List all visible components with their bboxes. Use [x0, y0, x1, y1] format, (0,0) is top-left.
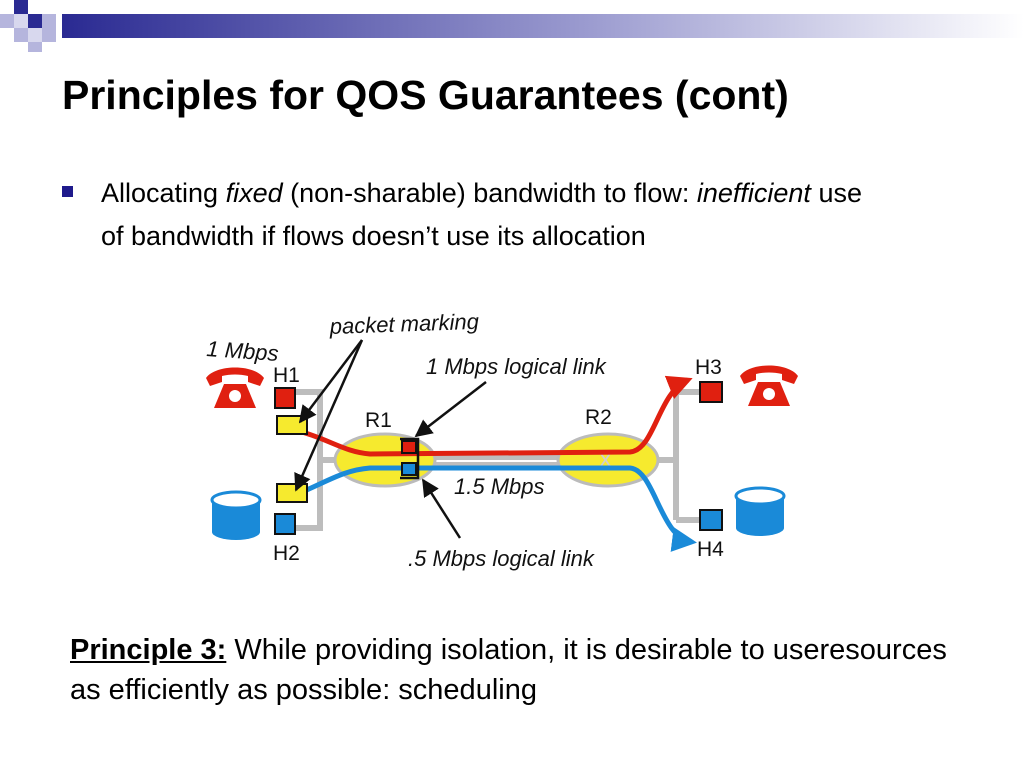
slide-title: Principles for QOS Guarantees (cont): [62, 72, 789, 118]
bullet-text-part: Allocating: [101, 178, 226, 208]
telephone-icon: [740, 365, 798, 406]
annotation-arrows: [294, 339, 487, 539]
label-rate-15: 1.5 Mbps: [454, 474, 545, 499]
host-h3-box: [699, 381, 723, 403]
router-r2: [556, 432, 660, 488]
node-label-h3: H3: [695, 356, 722, 379]
node-label-h4: H4: [697, 538, 724, 561]
bullet-text: Allocating fixed (non-sharable) bandwidt…: [101, 172, 881, 258]
label-logical-link-05: .5 Mbps logical link: [408, 546, 595, 571]
queue-outline: [400, 437, 420, 480]
node-label-h1: H1: [273, 364, 300, 387]
host-h2-box: [274, 513, 296, 535]
principle-statement: Principle 3: While providing isolation, …: [70, 630, 970, 710]
queue-blue: [401, 462, 417, 476]
bullet-square-icon: [62, 186, 73, 197]
header-decoration: [0, 0, 1024, 52]
storage-cylinder-icon: [210, 490, 262, 540]
telephone-icon: [206, 367, 264, 408]
router-r1: [333, 432, 437, 488]
node-label-r1: R1: [365, 409, 392, 432]
blue-flow-line: [301, 465, 697, 552]
node-label-h2: H2: [273, 542, 300, 565]
network-diagram: X packet marking 1 Mbps 1 Mbps: [206, 309, 798, 571]
bullet-emphasis-inefficient: inefficient: [696, 178, 811, 208]
host-h4-box: [699, 509, 723, 531]
bullet-emphasis-fixed: fixed: [225, 178, 283, 208]
storage-cylinder-icon: [734, 486, 786, 536]
bullet-text-part: (non-sharable) bandwidth to flow:: [282, 178, 697, 208]
label-logical-link-1: 1 Mbps logical link: [426, 354, 607, 379]
principle-text: While providing isolation, it is desirab…: [70, 634, 947, 706]
label-packet-marking: packet marking: [328, 309, 480, 339]
host-h1-box: [274, 387, 296, 409]
bullet-text-part: use of bandwidth if flows doesn’t use it…: [101, 178, 862, 251]
principle-label: Principle 3:: [70, 634, 227, 666]
label-h1-rate: 1 Mbps: [206, 336, 280, 366]
queue-red: [401, 440, 417, 454]
node-label-r2: R2: [585, 406, 612, 429]
red-flow-line: [301, 375, 693, 457]
packet-marker-h2: [276, 483, 308, 503]
